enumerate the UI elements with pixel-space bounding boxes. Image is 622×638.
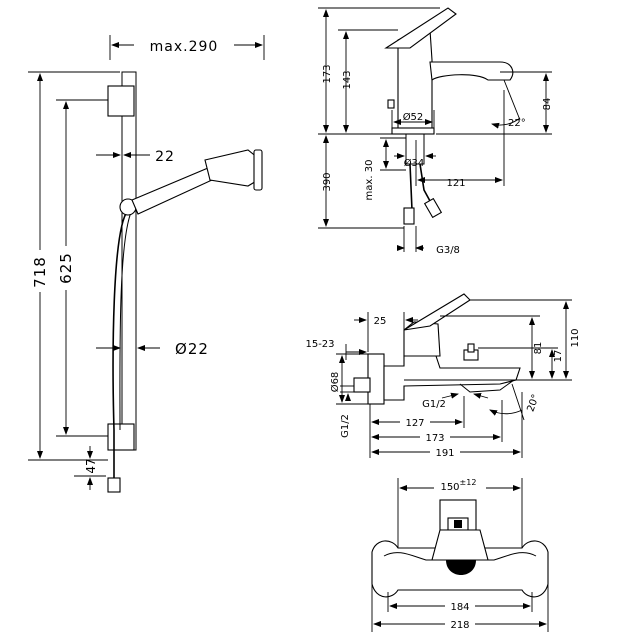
basin-mixer-drawing: 173 143 84 22° Ø52 max. 30 Ø34 390 — [318, 7, 553, 256]
basin-connection-label: G3/8 — [436, 245, 460, 256]
bath-thread-left-label: G1/2 — [340, 414, 351, 438]
bath-angle-label: 20° — [525, 393, 541, 413]
rail-spacing-label: 22 — [155, 149, 175, 165]
basin-spout-height-label: 143 — [342, 70, 353, 89]
bath-mixer-side-drawing: 25 15-23 Ø68 G1/2 G1/2 20° 127 — [305, 293, 581, 459]
basin-base-diameter-label: Ø52 — [403, 111, 424, 123]
shower-rail-drawing: max.290 22 718 625 47 Ø22 — [28, 35, 265, 493]
bath-rose-label: Ø68 — [329, 372, 341, 393]
bath-top-label: 25 — [374, 316, 387, 327]
rail-height-total-label: 718 — [31, 256, 49, 288]
basin-reach-label: 121 — [446, 178, 465, 189]
bath-offset-label: 15-23 — [305, 339, 334, 350]
front-centers-tolerance: ±12 — [460, 478, 477, 487]
bath-dim-191: 191 — [435, 448, 454, 459]
basin-max-deck-label: max. 30 — [364, 160, 375, 201]
basin-hole-label: Ø34 — [404, 157, 425, 169]
basin-hose-length-label: 390 — [322, 172, 333, 191]
rail-bottom-label: 47 — [84, 458, 98, 473]
rail-width-label: max.290 — [150, 39, 219, 55]
basin-height-label: 173 — [322, 64, 333, 83]
bath-mixer-front-drawing: 150 ±12 184 218 — [371, 478, 549, 632]
basin-angle-label: 22° — [508, 118, 526, 129]
bath-height-17: 17 — [553, 350, 564, 363]
bath-dim-173: 173 — [425, 433, 444, 444]
rail-tube-label: Ø22 — [175, 340, 209, 358]
bath-height-110: 110 — [570, 328, 581, 347]
rail-height-holes-label: 625 — [57, 252, 75, 284]
front-dim-184: 184 — [450, 602, 469, 613]
bath-dim-127: 127 — [405, 418, 424, 429]
bath-thread-outlet-label: G1/2 — [422, 399, 446, 410]
basin-outlet-height-label: 84 — [542, 98, 553, 111]
front-dim-218: 218 — [450, 620, 469, 631]
front-centers-label: 150 — [440, 482, 459, 493]
bath-height-81: 81 — [533, 342, 544, 355]
